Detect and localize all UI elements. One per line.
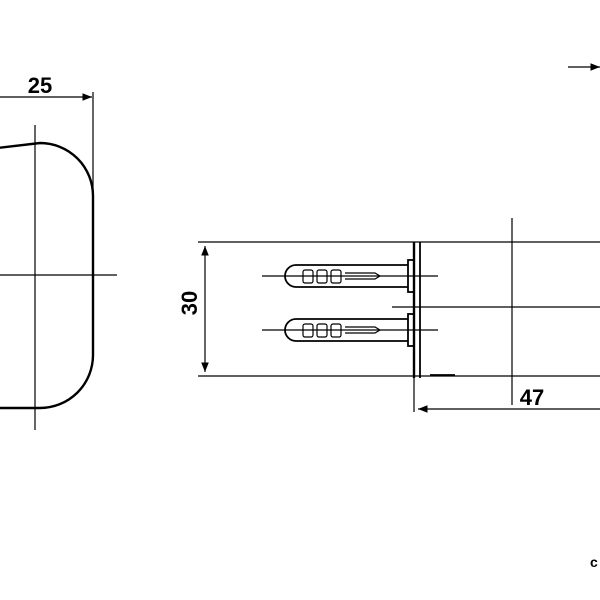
anchor-slot-1-lower (302, 323, 314, 338)
anchor-body-lower (284, 318, 408, 342)
anchor-flange-lower (407, 313, 415, 347)
height-dimension-label: 30 (177, 291, 202, 315)
anchor-slot-2-upper (316, 269, 328, 284)
anchor-slot-2-lower (316, 323, 328, 338)
front-view: 25 (0, 73, 117, 430)
anchor-body-upper (284, 264, 408, 288)
anchor-flange-upper (407, 259, 415, 293)
anchor-slot-3-upper (330, 269, 342, 284)
screw-tip-lower (345, 326, 382, 334)
anchor-slot-1-upper (302, 269, 314, 284)
width-dimension-label: 25 (28, 73, 52, 98)
anchor-slot-3-lower (330, 323, 342, 338)
depth-dimension-label: 47 (520, 385, 544, 410)
screw-tip-upper (345, 272, 382, 280)
corner-mark: c (590, 554, 598, 570)
wall-plug-upper (262, 259, 438, 293)
wall-plug-lower (262, 313, 438, 347)
side-view: 30 47 (177, 63, 600, 413)
